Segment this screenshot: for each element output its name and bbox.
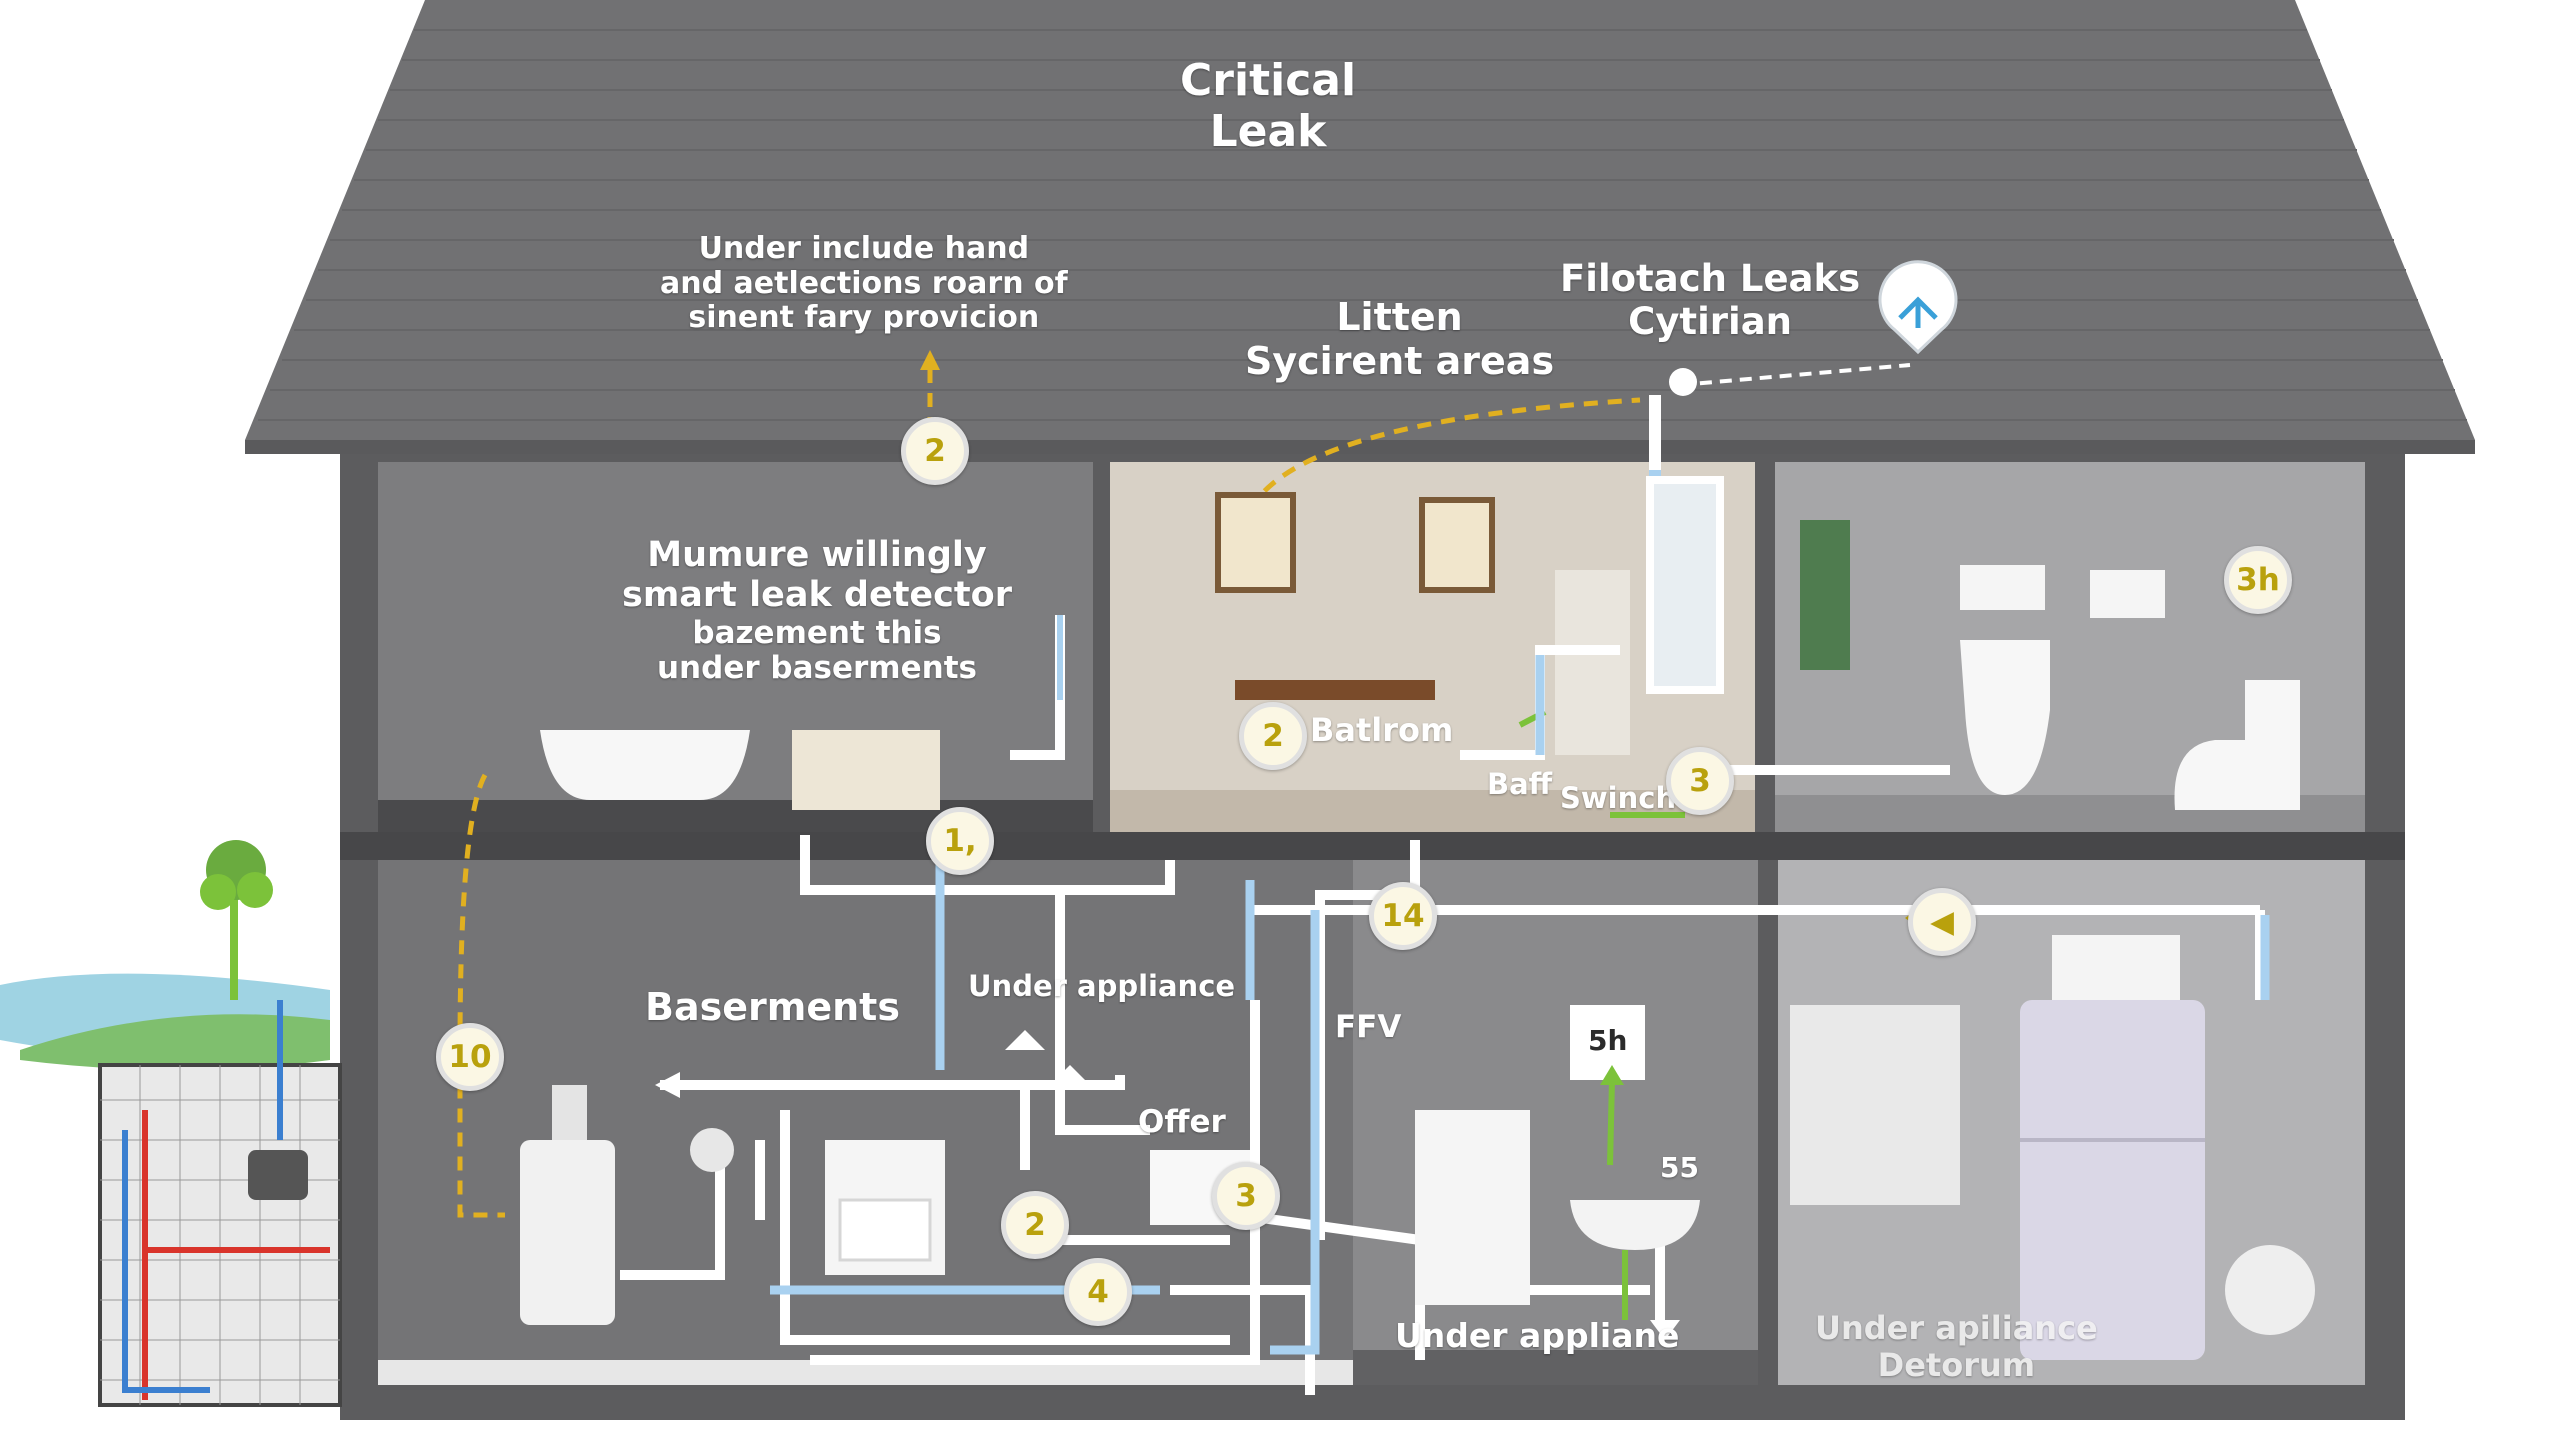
kitchen-under-label: Under appliane [1395,1316,1680,1355]
roof-center-line1: Litten [1336,295,1463,339]
vanity-cabinet [792,730,940,810]
laundry-cabinet [1790,1005,1960,1205]
alert-pin-icon [1878,260,1958,355]
kitchen-55-label: 55 [1660,1151,1699,1184]
roof-note-line1: Under include hand [698,231,1030,266]
oven-door [838,1198,932,1262]
badge-return-arrow: ◀ [1908,888,1976,956]
grass [20,1014,330,1070]
left-arrow-1 [655,1072,680,1098]
living-table [1235,680,1435,700]
roof-note-line2: and aetlections roarn of [660,265,1068,301]
upper-left-line1: Mumure willingly [647,535,987,575]
badge-basement-three: 3 [1212,1162,1280,1230]
toilet-right [2174,680,2300,810]
tree-canopy-right [237,872,273,908]
wall-art-right [1419,497,1495,593]
upper-left-line2: smart leak detector [622,575,1012,616]
attic-alert-path [1247,397,1641,512]
roof-center-note: Litten Sycirent areas [1245,295,1555,383]
roof-eave [245,440,2475,454]
kitchen-sink [1570,1200,1700,1250]
sensor-node [1669,368,1697,396]
sump-pump [248,1150,308,1200]
wall-art-left [1215,492,1296,593]
up-arrow-2 [1005,1030,1045,1050]
roof-title-line2: Leak [1209,105,1327,157]
living-sub-right: Swinch [1560,781,1677,815]
underground-red-pipe [142,1110,330,1400]
laundry-note: Under apiliance Detorum [1815,1310,2098,1384]
upper-left-note: Mumure willingly smart leak detector baz… [622,535,1012,687]
living-label: Batlrom [1310,711,1454,749]
kitchen-stove [1415,1110,1530,1305]
kitchen-water-heater [1570,1005,1645,1080]
basement-title: Baserments [645,985,900,1029]
laundry-hose-reel [2225,1245,2315,1335]
badge-basement-two: 2 [1001,1191,1069,1259]
upper-left-line3: bazement this [692,614,942,651]
basement-valve [690,1128,734,1172]
basement-appliance-label: Under appliance [968,969,1236,1003]
window [1646,476,1724,694]
roof-center-line2: Sycirent areas [1245,338,1555,383]
white-pipe-network [620,835,2265,1395]
roof-shingle-lines [258,29,2467,421]
badge-upper-right: 3h [2224,546,2292,614]
tree-trunk [230,880,238,1000]
roof-note: Under include hand and aetlections roarn… [660,231,1068,336]
badge-bath-right: 3 [1666,747,1734,815]
upper-left-line4: under baserments [656,650,977,687]
kitchen-heater-tag: 5h [1588,1024,1628,1057]
laundry-line2: Detorum [1877,1345,2036,1384]
roof-right-note: Filotach Leaks Cytirian [1560,257,1861,343]
basement-water-heater [520,1140,615,1325]
underground-blue-pipe [122,1000,283,1393]
basement-offer-label: Offer [1138,1104,1226,1140]
toilet-center [1960,640,2050,795]
kitchen-green-flow [1607,1079,1628,1320]
badge-stair: 10 [436,1023,504,1091]
badge-roof: 2 [901,417,969,485]
living-sub-left: Baff [1487,767,1553,801]
bath-doorway [1800,520,1850,670]
roof-alert-arrow [920,350,940,370]
roof-title-line1: Critical [1180,55,1357,106]
basement-ffv-label: FFV [1335,1009,1402,1045]
badge-main-line: 14 [1369,882,1437,950]
wall-cabinet-left [1960,565,2045,610]
tree-canopy-left [200,874,236,910]
grid-hatch [100,1065,340,1405]
fridge-display [2052,935,2180,1000]
kitchen-green-arrow [1600,1065,1624,1085]
refrigerator [2020,1000,2205,1360]
wall-cabinet-right [2090,570,2165,618]
clean-pipe-network [770,655,2270,1355]
floor-slab [340,832,2405,860]
roof-right-line2: Cytirian [1628,299,1793,343]
down-arrow-kitchen [1650,1320,1680,1340]
water-heater-top [552,1085,587,1140]
kitchen-floor [1353,1350,1758,1385]
up-arrow-1 [1050,1065,1090,1085]
roof-title: Critical Leak [1180,55,1357,157]
laundry-line1: Under apiliance [1815,1309,2098,1347]
bathtub [540,730,750,800]
badge-living: 2 [1239,702,1307,770]
roof-note-line3: sinent fary provicion [688,300,1040,335]
badge-floor-joint: 1, [926,807,994,875]
water-heater-upstairs [1555,570,1630,755]
badge-basement-four: 4 [1064,1258,1132,1326]
roof-right-line1: Filotach Leaks [1560,257,1861,300]
